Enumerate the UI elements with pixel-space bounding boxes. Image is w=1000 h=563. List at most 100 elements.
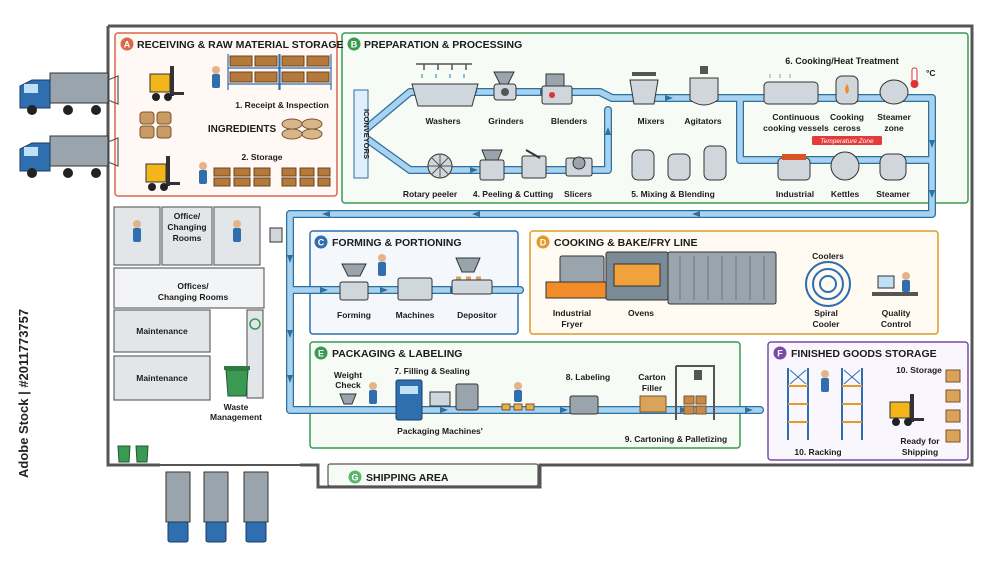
- kettles-label: Kettles: [831, 189, 860, 199]
- thermometer-icon: [910, 67, 919, 88]
- offices-label-1: Offices/: [177, 281, 209, 291]
- preparation-title: PREPARATION & PROCESSING: [364, 39, 522, 51]
- carton-filler-label-2: Filler: [642, 383, 663, 393]
- badge-g-letter: G: [351, 472, 358, 482]
- slicer-icon: [565, 156, 593, 177]
- blender-icon: [541, 73, 573, 105]
- forklift-icon: [149, 66, 184, 101]
- conveyors-column: [353, 89, 369, 179]
- rotary-peeler-label: Rotary peeler: [403, 189, 458, 199]
- kettle-icon: [830, 151, 860, 181]
- packs-on-conveyor-icon: [501, 403, 535, 411]
- blenders-label: Blenders: [551, 116, 588, 126]
- badge-f-letter: F: [777, 348, 783, 358]
- qc-label-2: Control: [881, 319, 911, 329]
- filling-sealing-label: 7. Filling & Sealing: [394, 366, 470, 376]
- finished-title: FINISHED GOODS STORAGE: [791, 348, 937, 360]
- badge-a-letter: A: [124, 39, 131, 49]
- coolers-label: Coolers: [812, 251, 844, 261]
- packaging-title: PACKAGING & LABELING: [332, 348, 462, 360]
- qc-label-1: Quality: [882, 308, 911, 318]
- badge-d-letter: D: [540, 237, 547, 247]
- stacked-boxes-icon: [945, 369, 961, 443]
- worker-icon: [514, 382, 522, 402]
- badge-g: [348, 470, 362, 484]
- badge-d: [536, 235, 550, 249]
- spiral-cooler-icon: [805, 261, 851, 307]
- fryer-oven-line-icon: [545, 251, 777, 305]
- steamer-zone-label-1: Steamer: [877, 112, 911, 122]
- worker-icon: [212, 66, 220, 88]
- dock-truck-icon: [203, 471, 229, 543]
- labeling-machine-icon: [569, 395, 599, 415]
- palletizer-icon: [675, 365, 715, 420]
- ready-shipping-label-1: Ready for: [900, 436, 940, 446]
- ingredients-label: INGREDIENTS: [208, 124, 277, 135]
- receipt-label: 1. Receipt & Inspection: [235, 100, 329, 110]
- worker-icon: [369, 382, 377, 404]
- stock-watermark: Adobe Stock | #2011773757: [16, 309, 31, 478]
- pallet-rack-icon: [229, 55, 330, 83]
- badge-c: [314, 235, 328, 249]
- cartoning-label: 9. Cartoning & Palletizing: [625, 434, 727, 444]
- slicers-label: Slicers: [564, 189, 592, 199]
- dock-truck-icon: [243, 471, 269, 543]
- receiving-title: RECEIVING & RAW MATERIAL STORAGE: [137, 39, 344, 51]
- peeling-cutting-label: 4. Peeling & Cutting: [473, 189, 553, 199]
- truck-icon: [19, 135, 109, 178]
- badge-a: [120, 37, 134, 51]
- forming-title: FORMING & PORTIONING: [332, 237, 462, 249]
- steamer-zone-label-2: zone: [884, 123, 904, 133]
- mixers-label: Mixers: [638, 116, 665, 126]
- washers-label: Washers: [425, 116, 460, 126]
- spiral-label-1: Spiral: [814, 308, 838, 318]
- cooking-vessel-icon: [835, 75, 859, 105]
- forming-machine-icon: [339, 263, 369, 301]
- waste-label-2: Management: [210, 412, 262, 422]
- cooking-ceross-label-2: ceross: [833, 123, 861, 133]
- labeling-label: 8. Labeling: [566, 372, 610, 382]
- grinder-icon: [493, 71, 517, 101]
- storage-label: 2. Storage: [241, 152, 282, 162]
- badge-e-letter: E: [318, 348, 324, 358]
- office-label-2: Changing: [167, 222, 206, 232]
- grinders-label: Grinders: [488, 116, 524, 126]
- packaging-machines-label: Packaging Machines': [397, 426, 483, 436]
- storage-pallets-icon: [213, 167, 331, 187]
- temperature-zone-label: Temperature Zone: [820, 138, 874, 145]
- office-label-1: Office/: [174, 211, 201, 221]
- racking-icon: [787, 368, 863, 440]
- depositor-label: Depositor: [457, 310, 497, 320]
- finished-storage-label: 10. Storage: [896, 365, 942, 375]
- truck-icon: [19, 72, 109, 115]
- agitator-icon: [689, 66, 719, 106]
- badge-f: [773, 346, 787, 360]
- rotary-peeler-icon: [427, 153, 453, 179]
- industrial-label: Industrial: [776, 189, 814, 199]
- shipping-title: SHIPPING AREA: [366, 472, 449, 484]
- recycle-bin-icon: [117, 445, 149, 463]
- worker-icon: [378, 254, 386, 276]
- badge-c-letter: C: [318, 237, 325, 247]
- cooking-title: COOKING & BAKE/FRY LINE: [554, 237, 698, 249]
- ovens-label: Ovens: [628, 308, 654, 318]
- temp-unit: °C: [926, 68, 936, 78]
- worker-icon: [821, 370, 829, 392]
- quality-control-icon: [872, 272, 918, 296]
- carton-filler-label-1: Carton: [638, 372, 665, 382]
- cutting-machine-icon: [521, 149, 547, 179]
- cooking-heat-title: 6. Cooking/Heat Treatment: [785, 56, 899, 66]
- continuous-label-2: cooking vessels: [763, 123, 829, 133]
- steamer-icon: [879, 153, 907, 181]
- continuous-label-1: Continuous: [772, 112, 819, 122]
- agitators-label: Agitators: [684, 116, 722, 126]
- racking-label: 10. Racking: [794, 447, 841, 457]
- sack-icon: [281, 118, 323, 140]
- waste-bin-icon: [224, 366, 250, 397]
- fryer-label-1: Industrial: [553, 308, 591, 318]
- cooking-ceross-label-1: Cooking: [830, 112, 864, 122]
- conveyors-label: ICONVEYORS: [362, 109, 371, 159]
- forming-label: Forming: [337, 310, 371, 320]
